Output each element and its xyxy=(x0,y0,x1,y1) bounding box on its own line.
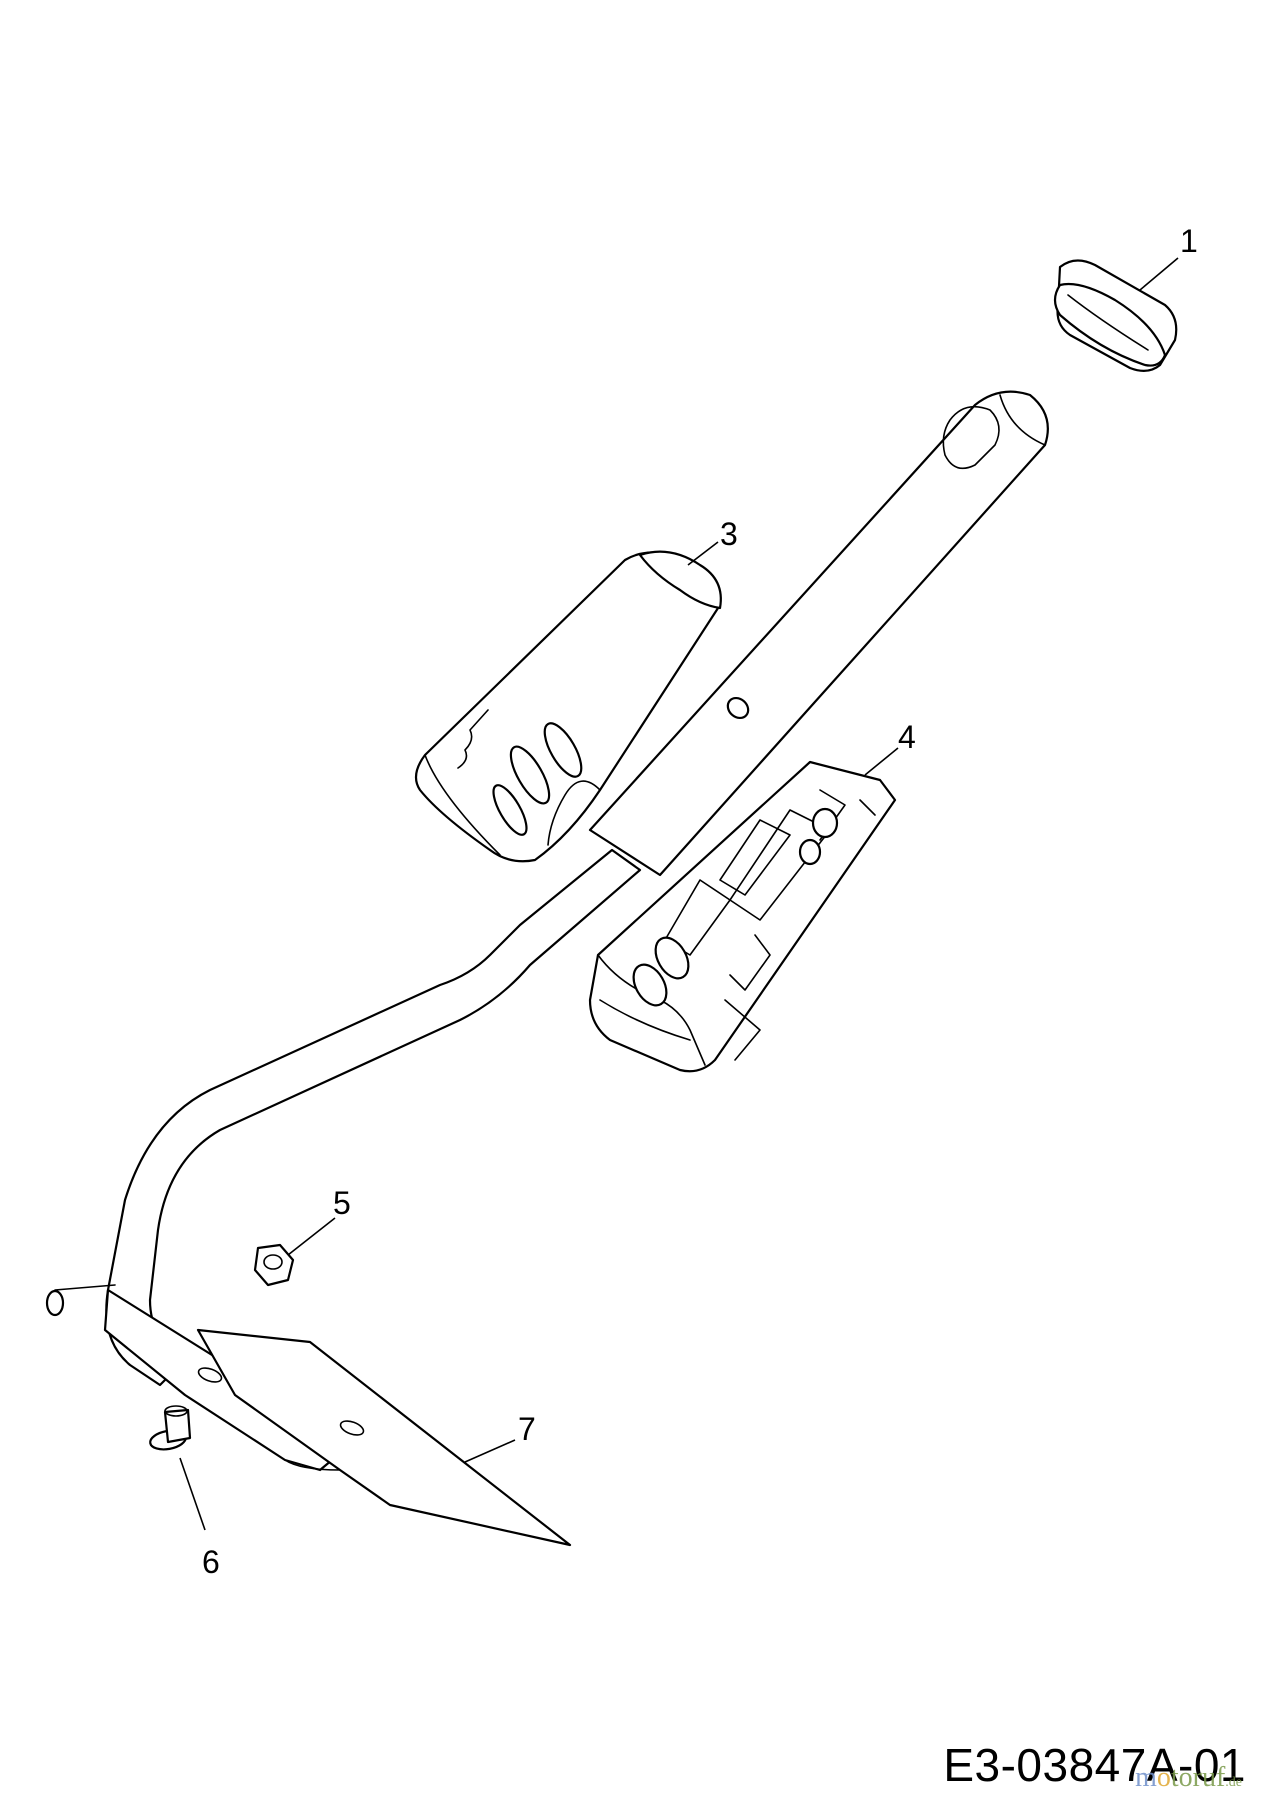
leader-line-7 xyxy=(464,1439,516,1463)
part-5-nut xyxy=(253,1243,295,1287)
watermark-part-rest: toruf xyxy=(1170,1762,1226,1793)
callout-7: 7 xyxy=(518,1411,536,1447)
part-4-switch-housing xyxy=(588,760,897,1073)
leader-line-4 xyxy=(864,747,899,776)
leader-line-5 xyxy=(287,1217,336,1256)
callout-4: 4 xyxy=(898,719,916,755)
watermark-part-m: m xyxy=(1135,1762,1157,1793)
handle-lower-tube xyxy=(45,848,642,1387)
part-6-rivet xyxy=(149,1405,192,1451)
handle-upper-tube xyxy=(588,390,1049,877)
part-7-blade-plate xyxy=(103,1288,572,1547)
part-1-end-cap xyxy=(1053,259,1178,372)
callout-1: 1 xyxy=(1180,223,1198,259)
document-id: E3-03847A-01 xyxy=(943,1739,1246,1791)
leader-line-6 xyxy=(179,1457,206,1531)
watermark-part-tld: .de xyxy=(1225,1775,1242,1790)
watermark-logo: motoruf.de xyxy=(1135,1762,1242,1794)
leader-line-1 xyxy=(1139,257,1179,291)
callout-3: 3 xyxy=(720,516,738,552)
leader-line-3 xyxy=(687,541,719,566)
part-3-grip-sleeve xyxy=(414,550,722,863)
callout-6: 6 xyxy=(202,1544,220,1580)
callout-5: 5 xyxy=(333,1185,351,1221)
watermark-part-o: o xyxy=(1156,1762,1171,1793)
